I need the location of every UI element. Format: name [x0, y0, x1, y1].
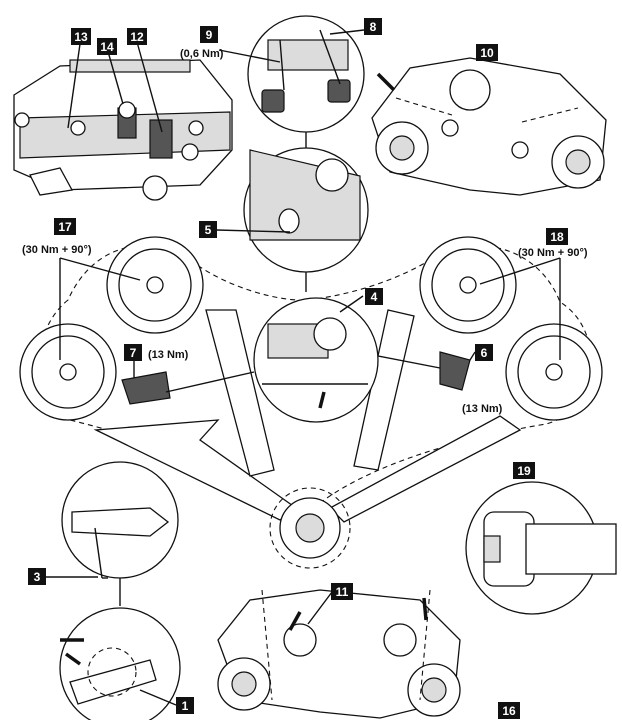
torque-17: (30 Nm + 90°)	[22, 244, 92, 256]
special-tool-detail	[465, 481, 617, 615]
arrow-indicator	[422, 597, 428, 621]
callout-17: 17	[54, 218, 76, 235]
callout-6-text: 6	[481, 346, 488, 360]
callout-12-text: 12	[130, 30, 144, 44]
callout-6: 6	[475, 344, 493, 361]
callout-13: 13	[71, 28, 91, 45]
callout-19-text: 19	[517, 464, 531, 478]
callout-14: 14	[97, 38, 117, 55]
cylinder-head-detail	[13, 59, 233, 201]
callout-8: 8	[364, 18, 382, 35]
callout-4-text: 4	[371, 290, 378, 304]
callout-4: 4	[365, 288, 383, 305]
arrow-indicator	[376, 72, 396, 92]
callout-1-text: 1	[182, 699, 189, 713]
camshaft-carrier-top	[371, 57, 607, 196]
tensioner-detail-top	[243, 15, 369, 292]
callout-18: 18	[546, 228, 568, 245]
callout-9: 9	[200, 26, 218, 43]
callout-1: 1	[176, 697, 194, 714]
callout-7-text: 7	[130, 346, 137, 360]
torque-7: (13 Nm)	[148, 349, 189, 361]
leader-lines	[44, 29, 561, 706]
torque-18: (30 Nm + 90°)	[518, 247, 588, 259]
callout-5: 5	[199, 221, 217, 238]
callout-17-text: 17	[58, 220, 72, 234]
arrow-indicator	[288, 611, 302, 631]
callout-16: 16	[498, 702, 520, 719]
callout-11: 11	[331, 583, 353, 600]
callout-5-text: 5	[205, 223, 212, 237]
callout-3: 3	[28, 568, 46, 585]
callout-11-text: 11	[336, 585, 349, 599]
callout-8-text: 8	[370, 20, 377, 34]
timing-chain-assembly	[19, 236, 603, 569]
callout-18-text: 18	[550, 230, 564, 244]
camshaft-carrier-bottom	[217, 589, 461, 719]
callout-10: 10	[476, 44, 498, 61]
callout-3-text: 3	[34, 570, 41, 584]
locking-pin-detail	[59, 461, 181, 720]
torque-9: (0,6 Nm)	[180, 48, 224, 60]
callout-19: 19	[513, 462, 535, 479]
callout-10-text: 10	[480, 46, 494, 60]
callout-14-text: 14	[100, 40, 114, 54]
torque-6: (13 Nm)	[462, 403, 503, 415]
callout-9-text: 9	[206, 28, 213, 42]
callout-7: 7	[124, 344, 142, 361]
callout-13-text: 13	[74, 30, 88, 44]
callout-16-text: 16	[502, 704, 516, 718]
callout-12: 12	[127, 28, 147, 45]
